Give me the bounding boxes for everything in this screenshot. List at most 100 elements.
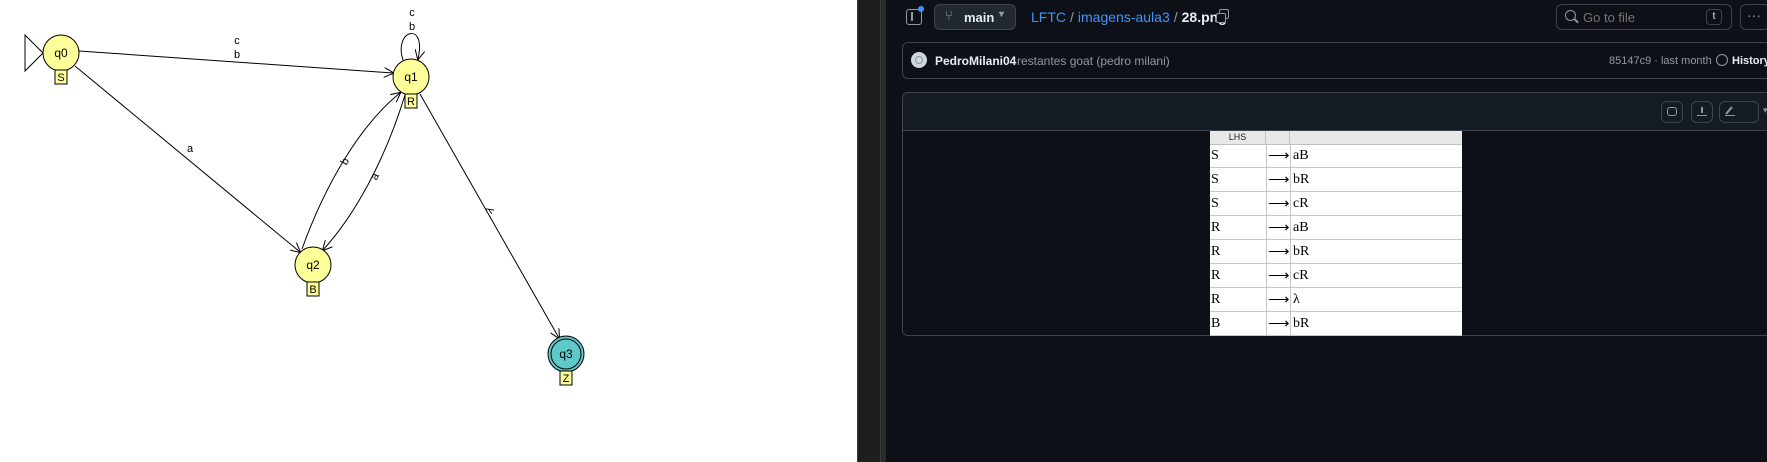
transition-q1-q3[interactable]: λ	[419, 93, 559, 338]
grammar-rhs: bR	[1293, 172, 1310, 187]
column-divider	[1266, 240, 1267, 264]
transition-q0-q1[interactable]: cb	[78, 35, 393, 73]
grammar-row: R⟶bR	[1210, 240, 1462, 264]
arrow-column-header	[1266, 131, 1290, 144]
state-label: q1	[404, 70, 418, 84]
more-options-button[interactable]: ···	[1740, 4, 1767, 30]
state-tag: S	[57, 72, 64, 84]
state-q3[interactable]: q3Z	[547, 335, 585, 386]
production-arrow: ⟶	[1268, 148, 1290, 164]
state-label: q2	[306, 258, 320, 272]
go-to-file-input[interactable]	[1583, 9, 1693, 25]
pencil-icon	[1725, 107, 1735, 116]
commit-author-link[interactable]: PedroMilani04	[935, 54, 1017, 68]
final-state-ring	[550, 338, 582, 370]
grammar-lhs: S	[1211, 196, 1219, 211]
state-label: q3	[559, 347, 573, 361]
notification-dot	[918, 6, 924, 12]
file-header: ▾	[903, 93, 1767, 131]
column-divider	[1290, 144, 1291, 168]
transition-arrow	[74, 65, 300, 252]
grammar-lhs: S	[1211, 172, 1219, 187]
download-button[interactable]	[1691, 101, 1713, 123]
raw-button[interactable]	[1661, 101, 1683, 123]
keyboard-shortcut-badge: t	[1706, 9, 1722, 25]
production-arrow: ⟶	[1268, 268, 1290, 284]
breadcrumb-folder-link[interactable]: imagens-aula3	[1077, 9, 1170, 25]
state-tag: R	[407, 96, 415, 108]
sidebar-toggle-icon[interactable]	[906, 9, 922, 25]
transition-q1-q2[interactable]: a	[323, 94, 406, 250]
state-q0[interactable]: q0S	[24, 33, 80, 85]
avatar[interactable]	[911, 52, 927, 68]
copilot-icon	[1667, 107, 1677, 116]
lhs-column-header: LHS	[1210, 131, 1266, 144]
grammar-row: S⟶cR	[1210, 192, 1462, 216]
grammar-lhs: R	[1211, 292, 1221, 307]
breadcrumb-separator: /	[1070, 9, 1074, 25]
search-icon	[1565, 10, 1576, 21]
pane-divider-handle[interactable]	[857, 0, 881, 462]
column-divider	[1290, 288, 1291, 312]
transition-label: c	[234, 35, 240, 47]
branch-name: main	[964, 10, 995, 25]
copy-path-icon[interactable]	[1216, 9, 1229, 23]
transition-q2-q1[interactable]: b	[301, 93, 400, 250]
transition-label: b	[234, 49, 240, 61]
breadcrumb: LFTC/imagens-aula3/28.png	[1031, 9, 1227, 25]
branch-selector-button[interactable]: ⑂ main ▾	[934, 4, 1016, 30]
production-arrow: ⟶	[1268, 316, 1290, 332]
transition-arrow	[419, 93, 559, 338]
commit-meta[interactable]: 85147c9 · last month	[1609, 55, 1712, 67]
transition-label: b	[409, 21, 415, 33]
state-tag: Z	[563, 373, 570, 385]
grammar-rhs: cR	[1293, 268, 1309, 283]
column-divider	[1290, 168, 1291, 192]
production-arrow: ⟶	[1268, 220, 1290, 236]
production-arrow: ⟶	[1268, 196, 1290, 212]
grammar-lhs: S	[1211, 148, 1219, 163]
state-tag-box	[404, 93, 418, 109]
history-label: History	[1732, 55, 1767, 67]
transition-label: c	[409, 7, 415, 19]
transition-arrow	[400, 32, 419, 60]
chevron-down-icon[interactable]: ▾	[1763, 105, 1767, 116]
download-icon	[1697, 107, 1707, 116]
state-label: q0	[54, 46, 68, 60]
grammar-lhs: R	[1211, 220, 1221, 235]
edit-button[interactable]	[1719, 101, 1759, 123]
breadcrumb-repo-link[interactable]: LFTC	[1031, 9, 1066, 25]
state-tag-box	[559, 370, 573, 386]
grammar-rhs: aB	[1293, 148, 1309, 163]
column-divider	[1266, 216, 1267, 240]
transition-arrow	[78, 50, 393, 73]
pane-divider[interactable]	[852, 0, 857, 462]
production-arrow: ⟶	[1268, 292, 1290, 308]
github-file-view: ⑂ main ▾ LFTC/imagens-aula3/28.png t ···…	[886, 0, 1767, 462]
column-divider	[1266, 264, 1267, 288]
file-topbar: ⑂ main ▾ LFTC/imagens-aula3/28.png t ···	[886, 0, 1767, 36]
transition-q1-q1[interactable]: cb	[400, 7, 419, 60]
transition-q0-q2[interactable]: a	[74, 65, 300, 252]
column-divider	[1290, 264, 1291, 288]
state-tag-box	[306, 281, 320, 297]
state-q1[interactable]: q1R	[392, 58, 430, 109]
state-tag: B	[309, 284, 316, 296]
grammar-row: B⟶bR	[1210, 312, 1462, 336]
transition-label: a	[369, 170, 383, 182]
grammar-rhs: bR	[1293, 316, 1310, 331]
commit-message-link[interactable]: restantes goat (pedro milani)	[1017, 54, 1170, 68]
grammar-row: S ⟶bR	[1210, 168, 1462, 192]
state-q2[interactable]: q2B	[294, 246, 332, 297]
column-divider	[1290, 312, 1291, 336]
column-divider	[1266, 168, 1267, 192]
column-divider	[1266, 144, 1267, 168]
production-arrow: ⟶	[1268, 172, 1290, 188]
state-tag-box	[54, 69, 68, 85]
go-to-file-search[interactable]: t	[1556, 4, 1732, 30]
grammar-row: S ⟶aB	[1210, 144, 1462, 168]
history-button[interactable]: History	[1716, 54, 1767, 67]
history-clock-icon	[1716, 54, 1728, 66]
